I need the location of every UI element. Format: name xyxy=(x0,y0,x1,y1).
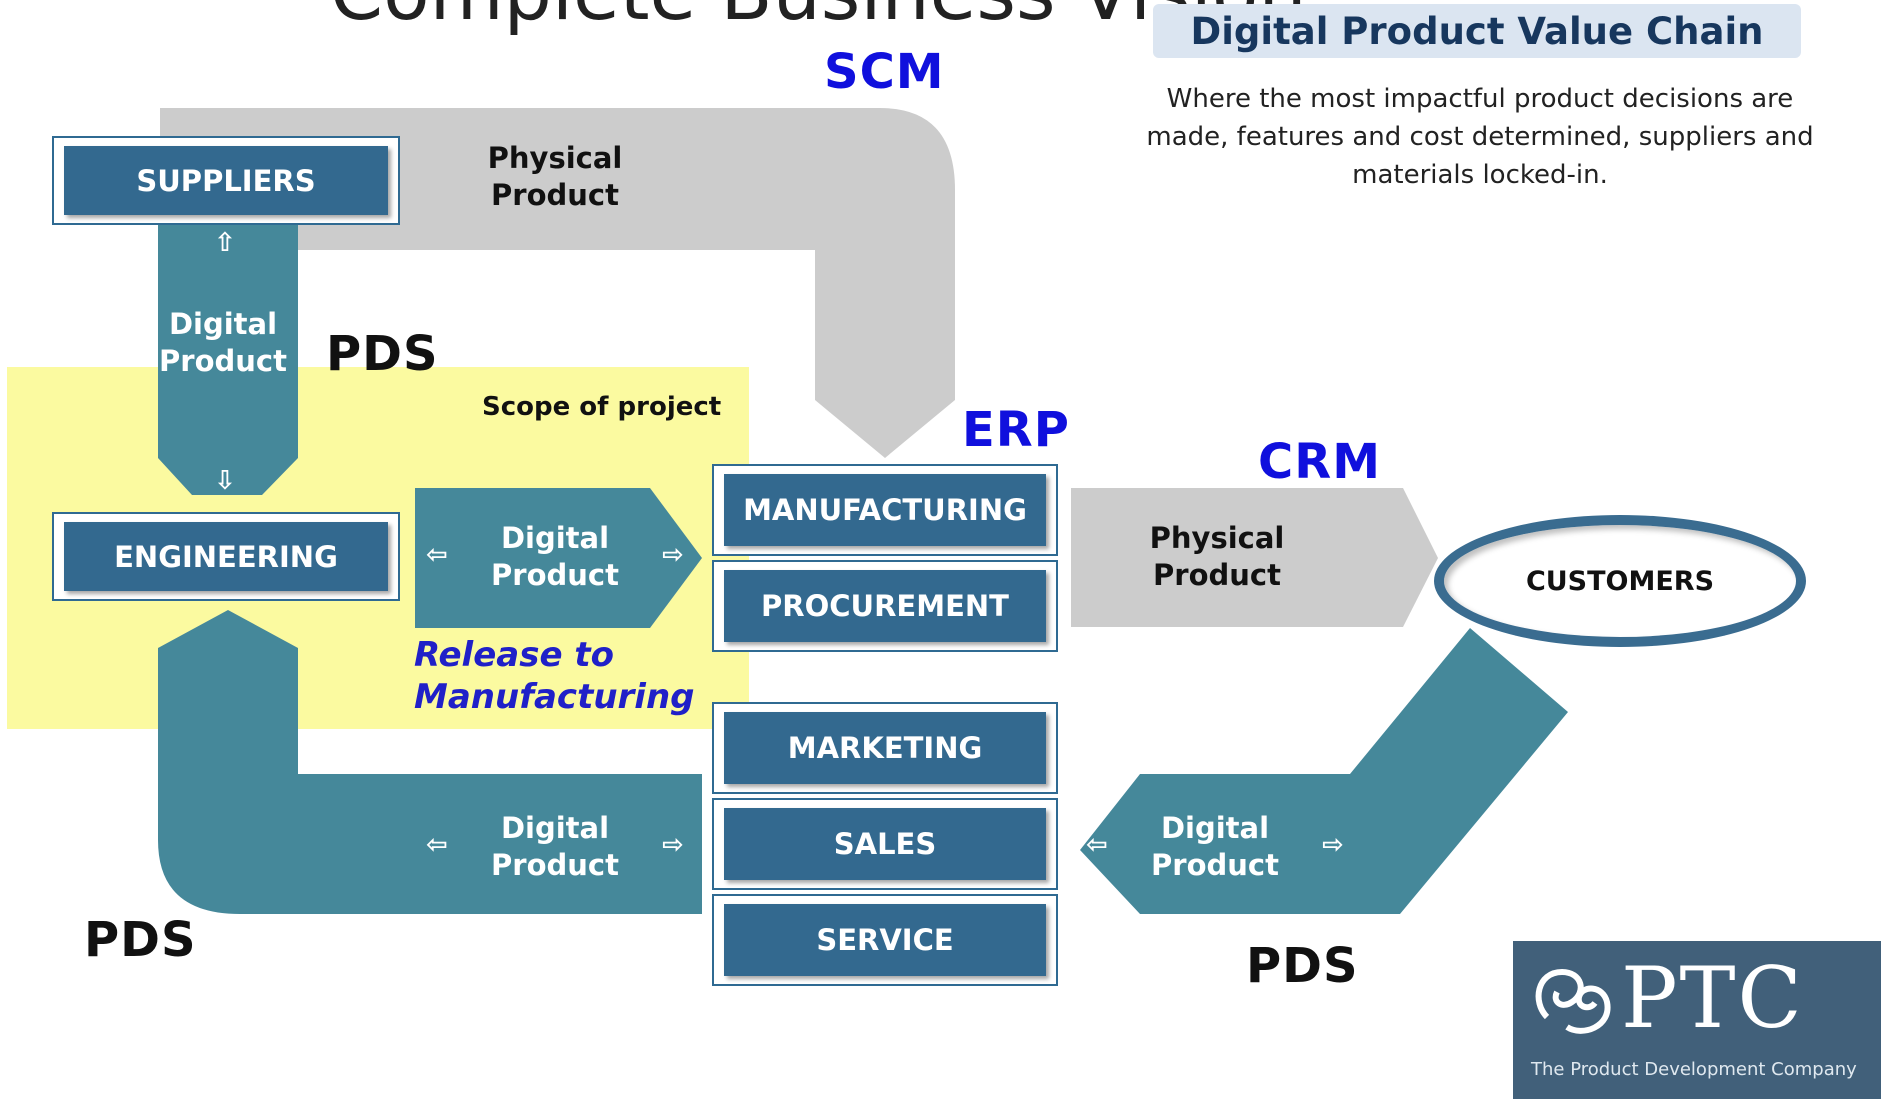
ptc-tagline: The Product Development Company xyxy=(1531,1059,1857,1080)
procurement-label: PROCUREMENT xyxy=(724,570,1046,642)
engineering-box: ENGINEERING xyxy=(52,512,400,601)
right-arrow-icon: ⇨ xyxy=(662,540,684,570)
manufacturing-label: MANUFACTURING xyxy=(724,474,1046,546)
digital-product-label-vertical: Digital Product xyxy=(159,307,287,378)
ptc-swirl-icon xyxy=(1535,968,1611,1034)
manufacturing-box: MANUFACTURING xyxy=(712,464,1058,556)
service-label: SERVICE xyxy=(724,904,1046,976)
pds-label-top: PDS xyxy=(326,326,439,382)
customers-label: CUSTOMERS xyxy=(1525,565,1715,597)
procurement-box: PROCUREMENT xyxy=(712,560,1058,652)
digital-product-arrow-right xyxy=(1080,628,1568,914)
suppliers-box: SUPPLIERS xyxy=(52,136,400,225)
physical-product-label-right: Physical Product xyxy=(1149,521,1285,592)
engineering-label: ENGINEERING xyxy=(64,522,388,591)
customers-box: CUSTOMERS xyxy=(1434,515,1806,647)
ptc-logo: PTC The Product Development Company xyxy=(1513,941,1881,1099)
physical-product-label-top: Physical Product xyxy=(487,141,623,212)
release-to-manufacturing-label: Release to Manufacturing xyxy=(414,635,695,717)
value-chain-title: Digital Product Value Chain xyxy=(1190,9,1764,53)
marketing-label: MARKETING xyxy=(724,712,1046,784)
crm-label: CRM xyxy=(1258,434,1381,490)
sales-box: SALES xyxy=(712,798,1058,890)
down-arrow-icon: ⇩ xyxy=(214,466,236,496)
digital-product-arrow-bottom xyxy=(158,610,702,914)
pds-label-bottom-left: PDS xyxy=(84,912,197,968)
pds-label-bottom-right: PDS xyxy=(1246,938,1359,994)
value-chain-description: Where the most impactful product decisio… xyxy=(1146,84,1814,190)
up-arrow-icon: ⇧ xyxy=(214,228,236,258)
physical-product-arrow-right xyxy=(1071,488,1438,627)
digital-product-label-right: Digital Product xyxy=(1151,811,1279,882)
digital-product-arrow-middle xyxy=(415,488,702,628)
service-box: SERVICE xyxy=(712,894,1058,986)
digital-product-label-middle: Digital Product xyxy=(491,521,619,592)
value-chain-panel: Digital Product Value Chain xyxy=(1153,4,1801,58)
right-arrow-icon: ⇨ xyxy=(662,830,684,860)
right-arrow-icon: ⇨ xyxy=(1322,830,1344,860)
left-arrow-icon: ⇦ xyxy=(426,830,448,860)
digital-product-arrow-vertical xyxy=(158,218,298,495)
ptc-wordmark: PTC xyxy=(1621,949,1804,1047)
marketing-box: MARKETING xyxy=(712,702,1058,794)
scope-label: Scope of project xyxy=(482,392,722,422)
scm-label: SCM xyxy=(824,44,945,100)
suppliers-label: SUPPLIERS xyxy=(64,146,388,215)
page-title: Complete Business Vision xyxy=(330,0,1307,37)
digital-product-label-bottom: Digital Product xyxy=(491,811,619,882)
left-arrow-icon: ⇦ xyxy=(1086,830,1108,860)
sales-label: SALES xyxy=(724,808,1046,880)
erp-label: ERP xyxy=(962,402,1070,458)
left-arrow-icon: ⇦ xyxy=(426,540,448,570)
